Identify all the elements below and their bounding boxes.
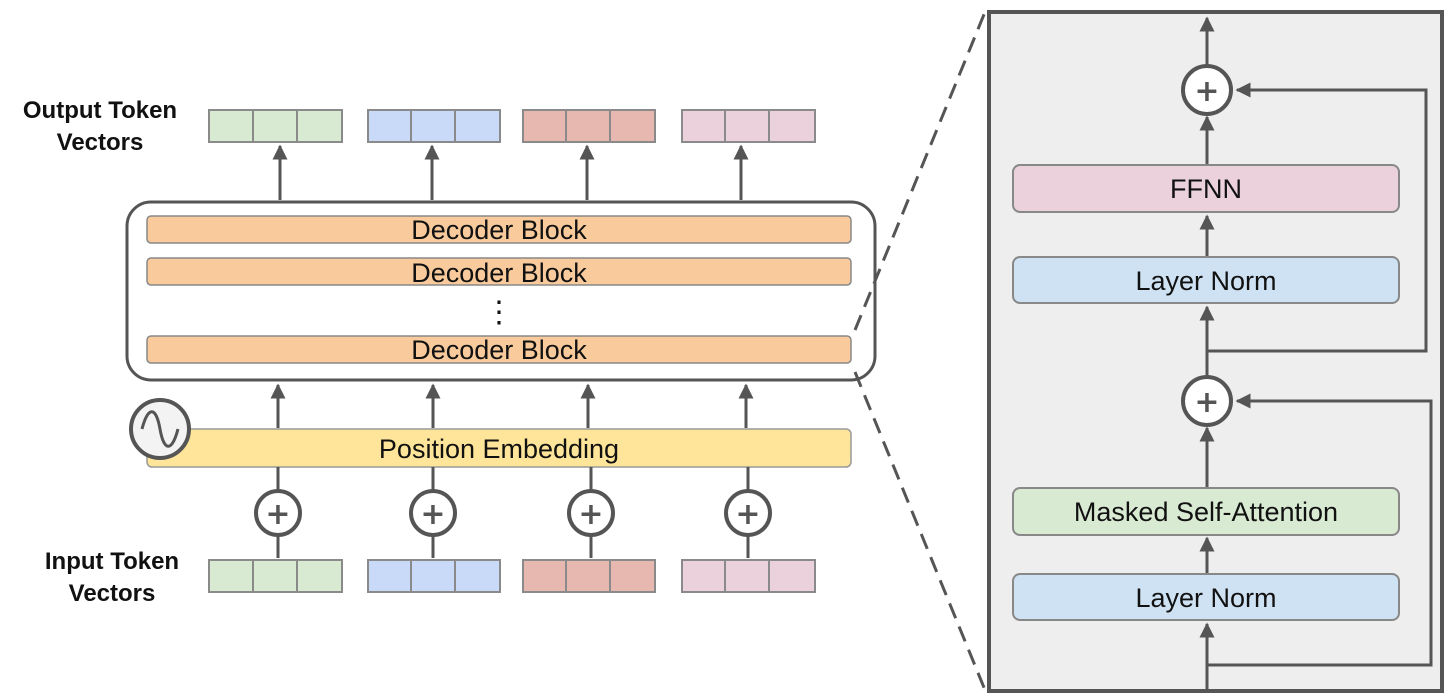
plus-node-4: + bbox=[724, 489, 772, 537]
plus-node-1: + bbox=[254, 489, 302, 537]
output-label-line1: Output Token bbox=[23, 97, 177, 124]
input-label-line1: Input Token bbox=[45, 548, 179, 575]
ffnn-box bbox=[1012, 164, 1400, 213]
plus-node-2-sign: + bbox=[420, 497, 445, 532]
output-token-pink bbox=[681, 109, 816, 143]
output-token-blue bbox=[367, 109, 501, 143]
detail-plus-top: + bbox=[1181, 64, 1233, 116]
detail-plus-bottom-sign: + bbox=[1194, 385, 1219, 420]
decoder-block-2 bbox=[146, 257, 852, 286]
output-arrows bbox=[272, 144, 749, 200]
plus-node-3-sign: + bbox=[578, 497, 603, 532]
masked-attention-box bbox=[1012, 487, 1400, 536]
position-embedding-label: Position Embedding bbox=[379, 434, 619, 464]
detail-connectors bbox=[1199, 16, 1433, 689]
detail-plus-bottom: + bbox=[1181, 375, 1233, 427]
ffnn-label: FFNN bbox=[1170, 174, 1242, 204]
layer-norm-top-label: Layer Norm bbox=[1135, 266, 1276, 296]
decoder-block-3 bbox=[146, 335, 852, 364]
detail-plus-top-sign: + bbox=[1194, 74, 1219, 109]
output-token-vectors bbox=[208, 109, 816, 143]
input-token-blue bbox=[367, 559, 501, 593]
plus-node-3: + bbox=[567, 489, 615, 537]
plus-node-1-sign: + bbox=[265, 497, 290, 532]
input-token-pink bbox=[681, 559, 816, 593]
layer-norm-bottom-label: Layer Norm bbox=[1135, 583, 1276, 613]
output-token-red bbox=[522, 109, 656, 143]
input-plus-nodes: + + + + bbox=[254, 467, 772, 558]
output-token-green bbox=[208, 109, 343, 143]
plus-node-2: + bbox=[409, 489, 457, 537]
input-token-vectors bbox=[208, 559, 816, 593]
layer-norm-top-box bbox=[1012, 256, 1400, 304]
input-token-green bbox=[208, 559, 343, 593]
decoder-block-1 bbox=[146, 215, 852, 244]
zoom-lines bbox=[853, 11, 987, 691]
input-token-red bbox=[522, 559, 656, 593]
embedding-arrows bbox=[270, 383, 754, 428]
plus-node-4-sign: + bbox=[735, 497, 760, 532]
output-label-line2: Vectors bbox=[57, 129, 144, 156]
decoder-block-1-label: Decoder Block bbox=[411, 215, 587, 245]
masked-attention-label: Masked Self-Attention bbox=[1074, 497, 1338, 527]
input-label-line2: Vectors bbox=[69, 580, 156, 607]
decoder-block-2-label: Decoder Block bbox=[411, 258, 587, 288]
decoder-block-3-label: Decoder Block bbox=[411, 335, 587, 365]
layer-norm-bottom-box bbox=[1012, 573, 1400, 621]
ellipsis: ⋮ bbox=[484, 296, 514, 329]
sine-wave-icon bbox=[129, 398, 191, 460]
